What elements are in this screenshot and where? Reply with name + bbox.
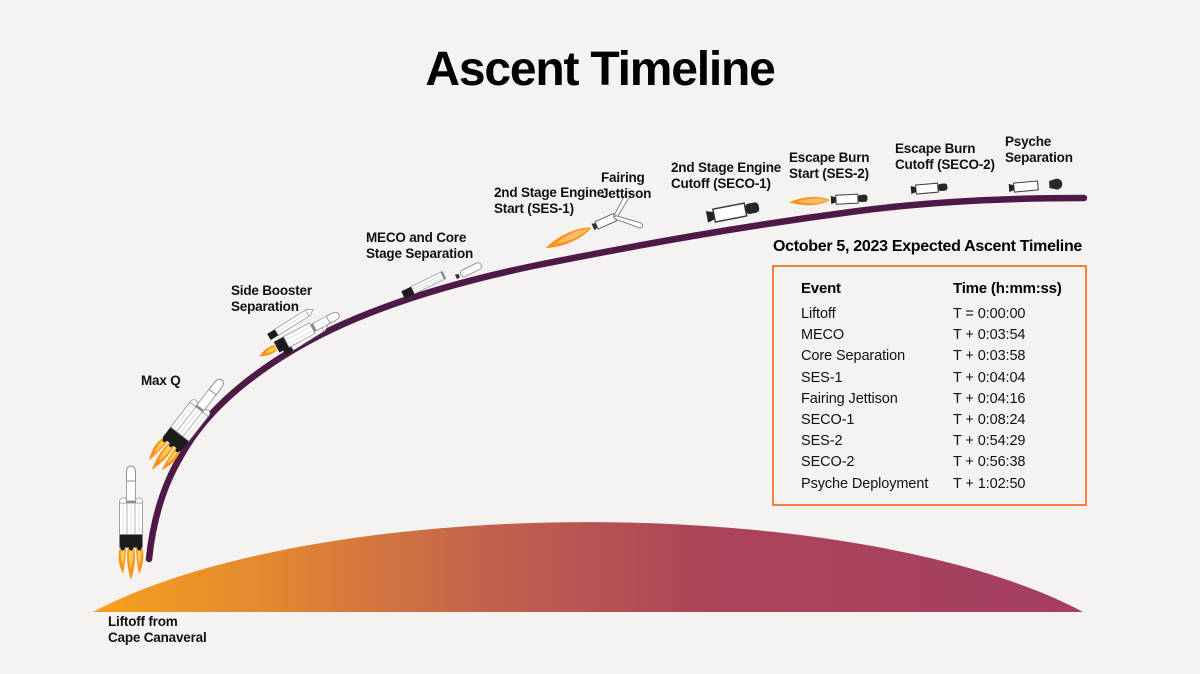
event-cell: MECO xyxy=(801,327,845,344)
label-liftoff: Liftoff from Cape Canaveral xyxy=(108,614,207,645)
time-cell: T + 0:03:58 xyxy=(953,348,1026,365)
time-cell: T + 0:54:29 xyxy=(953,433,1026,450)
earth-horizon-dome xyxy=(93,522,1083,612)
table-title: October 5, 2023 Expected Ascent Timeline xyxy=(773,238,1083,255)
label-side-booster-separation: Side Booster Separation xyxy=(231,283,312,314)
seco-1-icon xyxy=(705,199,761,225)
label-seco-2: Escape Burn Cutoff (SECO-2) xyxy=(895,141,995,172)
table-row: Fairing Jettison T + 0:04:16 xyxy=(801,389,1062,410)
table-header-row: Event Time (h:mm:ss) xyxy=(801,280,1062,304)
time-cell: T + 0:03:54 xyxy=(953,327,1026,344)
event-cell: Liftoff xyxy=(801,306,836,323)
label-meco-core-separation: MECO and Core Stage Separation xyxy=(366,230,474,261)
time-cell: T + 0:56:38 xyxy=(953,454,1026,471)
psyche-separation-icon xyxy=(1008,178,1063,193)
event-cell: SES-2 xyxy=(801,433,843,450)
table-row: Liftoff T = 0:00:00 xyxy=(801,304,1062,325)
label-fairing-jettison: Fairing Jettison xyxy=(601,170,652,201)
liftoff-rocket-icon xyxy=(118,465,144,581)
label-ses-1: 2nd Stage Engine Start (SES-1) xyxy=(494,185,605,216)
table-row: Psyche Deployment T + 1:02:50 xyxy=(801,474,1062,495)
time-cell: T + 0:08:24 xyxy=(953,412,1026,429)
table-row: SES-1 T + 0:04:04 xyxy=(801,368,1062,389)
event-cell: SECO-1 xyxy=(801,412,855,429)
table-row: MECO T + 0:03:54 xyxy=(801,325,1062,346)
time-cell: T + 1:02:50 xyxy=(953,475,1026,492)
event-cell: SECO-2 xyxy=(801,454,855,471)
time-cell: T + 0:04:16 xyxy=(953,390,1026,407)
page-title: Ascent Timeline xyxy=(425,43,775,96)
table-row: SECO-2 T + 0:56:38 xyxy=(801,452,1062,473)
event-cell: SES-1 xyxy=(801,369,843,386)
column-header-event: Event xyxy=(801,280,841,297)
event-cell: Psyche Deployment xyxy=(801,475,929,492)
label-seco-1: 2nd Stage Engine Cutoff (SECO-1) xyxy=(671,160,782,191)
table-row: SES-2 T + 0:54:29 xyxy=(801,431,1062,452)
trajectory-curve xyxy=(145,194,1088,563)
label-max-q: Max Q xyxy=(141,373,181,388)
column-header-time: Time (h:mm:ss) xyxy=(953,280,1062,297)
label-psyche-separation: Psyche Separation xyxy=(1005,134,1073,165)
ses-2-burn-icon xyxy=(788,193,869,207)
psyche-spacecraft-icon xyxy=(1049,178,1063,190)
expected-timeline-panel: October 5, 2023 Expected Ascent Timeline… xyxy=(772,238,1088,506)
label-ses-2: Escape Burn Start (SES-2) xyxy=(789,150,870,181)
event-cell: Core Separation xyxy=(801,348,906,365)
time-cell: T = 0:00:00 xyxy=(953,306,1026,323)
event-cell: Fairing Jettison xyxy=(801,390,898,407)
ses-1-burn-icon xyxy=(545,191,644,249)
time-cell: T + 0:04:04 xyxy=(953,369,1026,386)
table-row: Core Separation T + 0:03:58 xyxy=(801,346,1062,367)
table-row: SECO-1 T + 0:08:24 xyxy=(801,410,1062,431)
seco-2-icon xyxy=(910,181,949,195)
